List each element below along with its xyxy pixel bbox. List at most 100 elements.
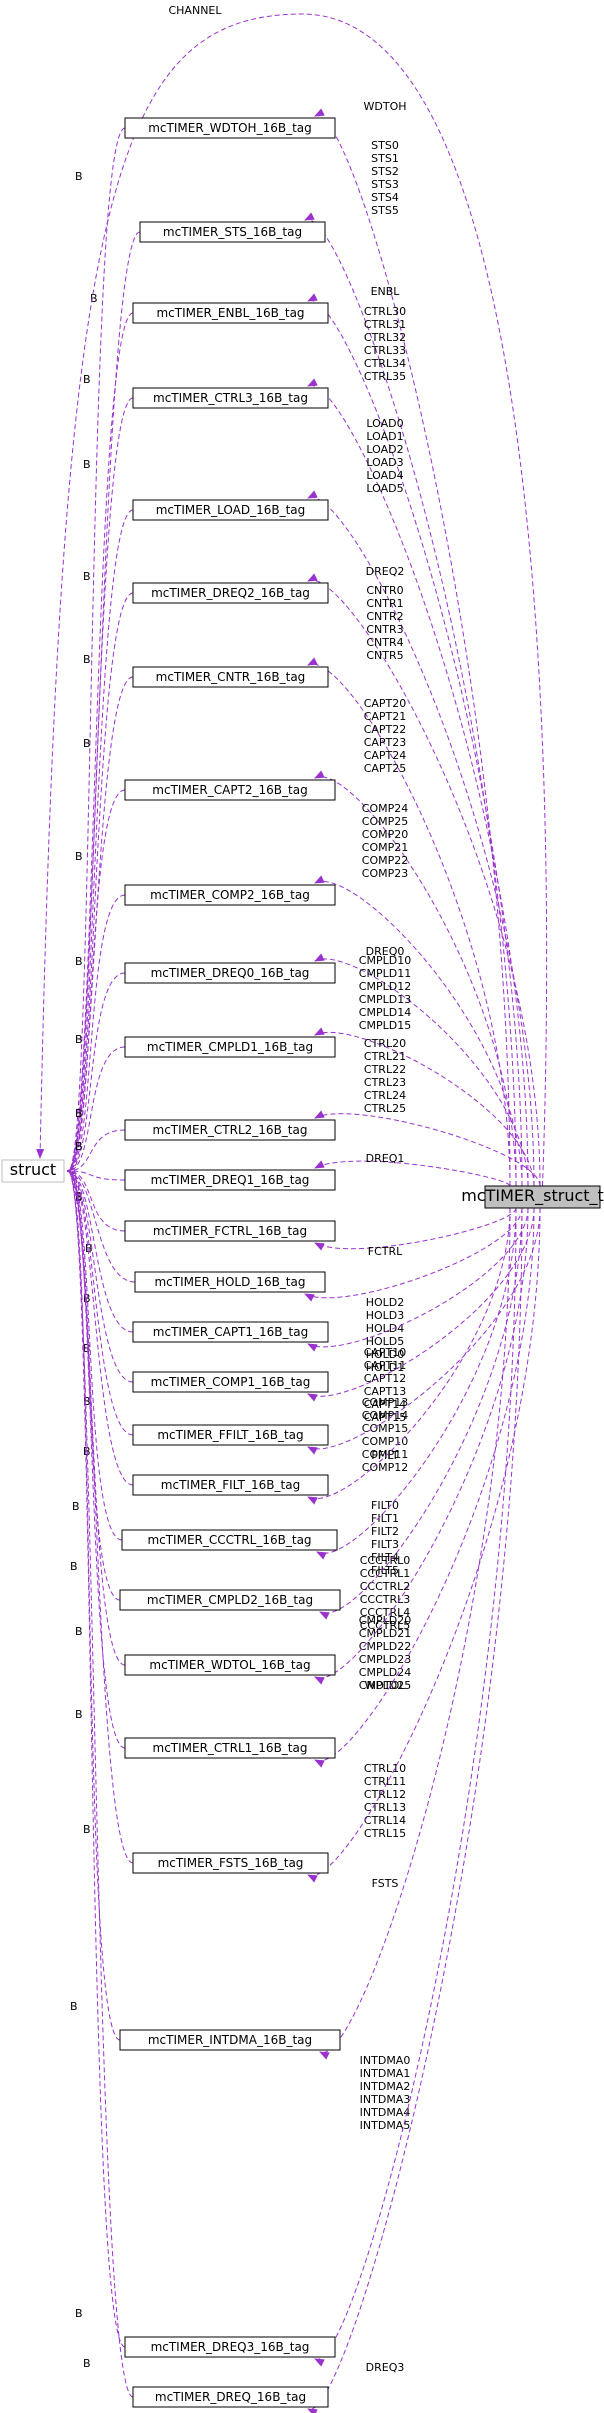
member-label: FILT1 <box>371 1512 399 1525</box>
node-mctimer-comp2-16b-tag-label: mcTIMER_COMP2_16B_tag <box>150 888 310 902</box>
node-mctimer-capt2-16b-tag-box <box>124 779 336 801</box>
node-mctimer-capt2-16b-tag[interactable]: mcTIMER_CAPT2_16B_tag <box>124 779 336 801</box>
edge-main-9 <box>314 953 529 1187</box>
node-mctimer-ccctrl-16b-tag[interactable]: mcTIMER_CCCTRL_16B_tag <box>121 1529 338 1551</box>
edge-struct-11 <box>68 1129 126 1171</box>
node-main[interactable]: mcTIMER_struct_tag <box>461 1185 604 1209</box>
node-mctimer-ffilt-16b-tag[interactable]: mcTIMER_FFILT_16B_tag <box>132 1424 329 1446</box>
node-mctimer-hold-16b-tag-label: mcTIMER_HOLD_16B_tag <box>154 1275 305 1289</box>
edge-main-1 <box>304 212 517 1187</box>
node-mctimer-enbl-16b-tag[interactable]: mcTIMER_ENBL_16B_tag <box>132 302 329 324</box>
edge-main-18 <box>307 1207 511 1505</box>
node-mctimer-cntr-16b-tag[interactable]: mcTIMER_CNTR_16B_tag <box>132 666 329 688</box>
node-mctimer-filt-16b-tag-box <box>132 1474 329 1496</box>
node-mctimer-ctrl1-16b-tag-box <box>124 1737 336 1759</box>
member-label: CCCTRL1 <box>360 1567 411 1580</box>
node-mctimer-capt1-16b-tag[interactable]: mcTIMER_CAPT1_16B_tag <box>132 1321 329 1343</box>
node-mctimer-dreq0-16b-tag-label: mcTIMER_DREQ0_16B_tag <box>151 966 310 980</box>
edge-struct-26 <box>68 1171 134 2398</box>
node-mctimer-dreq1-16b-tag-box <box>124 1169 336 1191</box>
node-mctimer-ctrl2-16b-tag[interactable]: mcTIMER_CTRL2_16B_tag <box>124 1119 336 1141</box>
member-label: DREQ2 <box>366 565 405 578</box>
node-mctimer-comp2-16b-tag[interactable]: mcTIMER_COMP2_16B_tag <box>124 884 336 906</box>
node-struct[interactable]: struct <box>1 1159 65 1183</box>
edge-struct-24 <box>68 1171 121 2041</box>
member-label: CAPT20 <box>364 697 407 710</box>
node-mctimer-wdtoh-16b-tag[interactable]: mcTIMER_WDTOH_16B_tag <box>124 117 336 139</box>
edge-label-b: B <box>75 1190 83 1203</box>
node-mctimer-dreq0-16b-tag[interactable]: mcTIMER_DREQ0_16B_tag <box>124 962 336 984</box>
member-label: CCCTRL3 <box>360 1593 411 1606</box>
edge-struct-0 <box>68 127 126 1171</box>
edge-main-23 <box>307 1207 541 1883</box>
node-mctimer-ctrl3-16b-tag[interactable]: mcTIMER_CTRL3_16B_tag <box>132 387 329 409</box>
node-mctimer-ctrl1-16b-tag[interactable]: mcTIMER_CTRL1_16B_tag <box>124 1737 336 1759</box>
member-label: CTRL35 <box>364 370 406 383</box>
member-label: FILT2 <box>371 1525 399 1538</box>
nodes: mcTIMER_WDTOH_16B_tag mcTIMER_STS_16B_tag… <box>1 117 604 2408</box>
node-mctimer-dreq-16b-tag-label: mcTIMER_DREQ_16B_tag <box>155 2390 306 2404</box>
member-label: CNTR4 <box>366 636 403 649</box>
edge-label-b: B <box>75 2307 83 2320</box>
node-mctimer-ccctrl-16b-tag-label: mcTIMER_CCCTRL_16B_tag <box>147 1533 311 1547</box>
member-label: CMPLD25 <box>359 1679 411 1692</box>
member-label: CTRL31 <box>364 318 406 331</box>
edge-main-12 <box>314 1160 511 1187</box>
node-mctimer-ccctrl-16b-tag-box <box>121 1529 338 1551</box>
edge-struct-10 <box>68 1046 126 1171</box>
edge-main-13 <box>314 1207 517 1251</box>
node-mctimer-dreq-16b-tag-box <box>132 2386 329 2408</box>
edge-label-b: B <box>75 1033 83 1046</box>
edge-main-14 <box>304 1207 523 1302</box>
node-mctimer-dreq-16b-tag[interactable]: mcTIMER_DREQ_16B_tag <box>132 2386 329 2408</box>
edge-main-4 <box>307 490 535 1187</box>
node-mctimer-cmpld1-16b-tag-box <box>124 1036 336 1058</box>
node-mctimer-dreq3-16b-tag[interactable]: mcTIMER_DREQ3_16B_tag <box>124 2336 336 2358</box>
node-mctimer-intdma-16b-tag[interactable]: mcTIMER_INTDMA_16B_tag <box>119 2029 341 2051</box>
member-label: COMP22 <box>362 854 408 867</box>
edge-main-26 <box>307 1207 523 2413</box>
node-mctimer-comp1-16b-tag[interactable]: mcTIMER_COMP1_16B_tag <box>132 1371 329 1393</box>
node-mctimer-sts-16b-tag[interactable]: mcTIMER_STS_16B_tag <box>139 221 326 243</box>
member-label: HOLD3 <box>366 1309 405 1322</box>
member-label: COMP14 <box>362 1409 408 1422</box>
member-label: CTRL12 <box>364 1788 406 1801</box>
member-label: CTRL21 <box>364 1050 406 1063</box>
edge-struct-25 <box>68 1171 126 2348</box>
member-label: FCTRL <box>368 1245 403 1258</box>
edge-main-10 <box>314 1027 535 1187</box>
node-mctimer-ffilt-16b-tag-label: mcTIMER_FFILT_16B_tag <box>157 1428 303 1442</box>
edge-label-b: B <box>75 1625 83 1638</box>
node-mctimer-load-16b-tag[interactable]: mcTIMER_LOAD_16B_tag <box>132 499 329 521</box>
member-label: DREQ1 <box>366 1152 405 1165</box>
node-mctimer-cmpld2-16b-tag[interactable]: mcTIMER_CMPLD2_16B_tag <box>119 1589 341 1611</box>
node-mctimer-ctrl2-16b-tag-box <box>124 1119 336 1141</box>
member-label: LOAD1 <box>366 430 403 443</box>
member-label: CCCTRL0 <box>360 1554 411 1567</box>
node-mctimer-filt-16b-tag[interactable]: mcTIMER_FILT_16B_tag <box>132 1474 329 1496</box>
edge-label-b: B <box>83 653 91 666</box>
edge-main-19 <box>316 1207 517 1560</box>
node-mctimer-dreq1-16b-tag[interactable]: mcTIMER_DREQ1_16B_tag <box>124 1169 336 1191</box>
node-mctimer-ctrl1-16b-tag-label: mcTIMER_CTRL1_16B_tag <box>153 1741 308 1755</box>
member-label: FILT5 <box>371 1564 399 1577</box>
member-label: STS5 <box>371 204 399 217</box>
node-mctimer-intdma-16b-tag-box <box>119 2029 341 2051</box>
member-label: COMP15 <box>362 1422 408 1435</box>
edge-label-b: B <box>72 1500 80 1513</box>
node-mctimer-wdtol-16b-tag[interactable]: mcTIMER_WDTOL_16B_tag <box>124 1654 336 1676</box>
edge-struct-15 <box>68 1171 134 1333</box>
node-main-box <box>484 1185 601 1209</box>
node-mctimer-dreq2-16b-tag[interactable]: mcTIMER_DREQ2_16B_tag <box>132 582 329 604</box>
member-label: STS1 <box>371 152 399 165</box>
member-label: CTRL15 <box>364 1827 406 1840</box>
member-label: CTRL24 <box>364 1089 406 1102</box>
node-mctimer-fctrl-16b-tag[interactable]: mcTIMER_FCTRL_16B_tag <box>124 1220 336 1242</box>
node-mctimer-wdtoh-16b-tag-label: mcTIMER_WDTOH_16B_tag <box>148 121 312 135</box>
member-label: WDTOH <box>364 100 407 113</box>
node-mctimer-hold-16b-tag[interactable]: mcTIMER_HOLD_16B_tag <box>134 1271 326 1293</box>
node-mctimer-cmpld1-16b-tag[interactable]: mcTIMER_CMPLD1_16B_tag <box>124 1036 336 1058</box>
member-label: CMPLD23 <box>359 1653 411 1666</box>
edge-struct-7 <box>68 789 126 1171</box>
node-mctimer-fsts-16b-tag[interactable]: mcTIMER_FSTS_16B_tag <box>132 1852 329 1874</box>
